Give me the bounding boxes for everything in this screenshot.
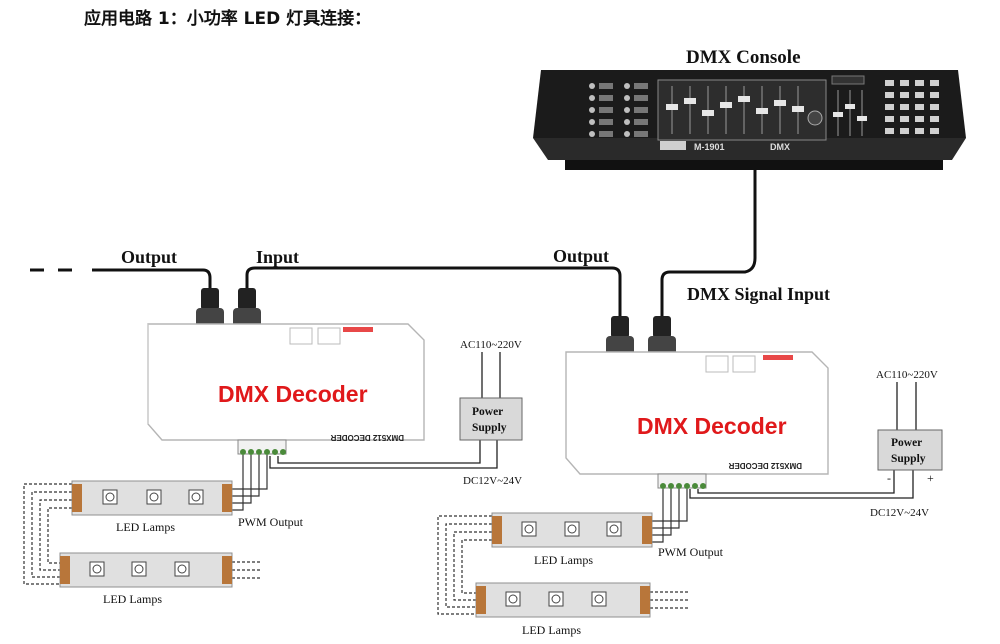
dmx-console-label: DMX Console xyxy=(686,47,801,68)
ac-right-label: AC110~220V xyxy=(876,369,938,381)
console-dmx: DMX xyxy=(770,142,790,152)
power-supply-left-line2: Supply xyxy=(472,422,507,434)
power-supply-right-line1: Power xyxy=(891,437,922,449)
decoder-right: DMX Decoder DMX512 DECODER xyxy=(565,316,829,489)
led-strip-3: LED Lamps xyxy=(491,512,653,567)
decoder-left: DMX Decoder DMX512 DECODER xyxy=(147,288,425,455)
pwm-right-label: PWM Output xyxy=(658,545,724,559)
led-lamps-1-label: LED Lamps xyxy=(116,520,175,534)
dmx-console: DMX Console M-1901 DMX xyxy=(533,47,966,170)
dc-right-label: DC12V~24V xyxy=(870,507,929,519)
output-right-label: Output xyxy=(553,246,609,266)
pwm-wiring-left xyxy=(23,455,268,585)
led-strip-1: LED Lamps xyxy=(71,480,233,534)
power-supply-right-line2: Supply xyxy=(891,453,926,465)
output-left-label: Output xyxy=(121,247,177,267)
dmx-cables xyxy=(30,166,757,318)
led-strip-2: LED Lamps xyxy=(59,552,233,606)
led-lamps-4-label: LED Lamps xyxy=(522,623,581,637)
dmx-signal-input-label: DMX Signal Input xyxy=(687,284,830,304)
input-label: Input xyxy=(256,247,299,267)
decoder-left-title: DMX Decoder xyxy=(218,381,368,407)
power-supply-right: AC110~220V Power Supply - + DC12V~24V xyxy=(689,369,943,519)
led-lamps-2-label: LED Lamps xyxy=(103,592,162,606)
plus-label: + xyxy=(927,471,934,485)
power-supply-left-line1: Power xyxy=(472,406,503,418)
ac-left-label: AC110~220V xyxy=(460,339,522,351)
minus-label: - xyxy=(887,471,891,485)
dc-left-label: DC12V~24V xyxy=(463,475,522,487)
led-strip-4: LED Lamps xyxy=(475,582,651,637)
decoder-left-plate: DMX512 DECODER xyxy=(330,433,404,442)
pwm-left-label: PWM Output xyxy=(238,515,304,529)
led-lamps-3-label: LED Lamps xyxy=(534,553,593,567)
page-title: 应用电路 1：小功率 LED 灯具连接： xyxy=(84,8,371,29)
decoder-right-title: DMX Decoder xyxy=(637,413,787,439)
console-model: M-1901 xyxy=(694,142,725,152)
pwm-wiring-right xyxy=(437,489,690,615)
decoder-right-plate: DMX512 DECODER xyxy=(728,461,802,470)
power-supply-left: AC110~220V Power Supply DC12V~24V xyxy=(269,339,523,487)
